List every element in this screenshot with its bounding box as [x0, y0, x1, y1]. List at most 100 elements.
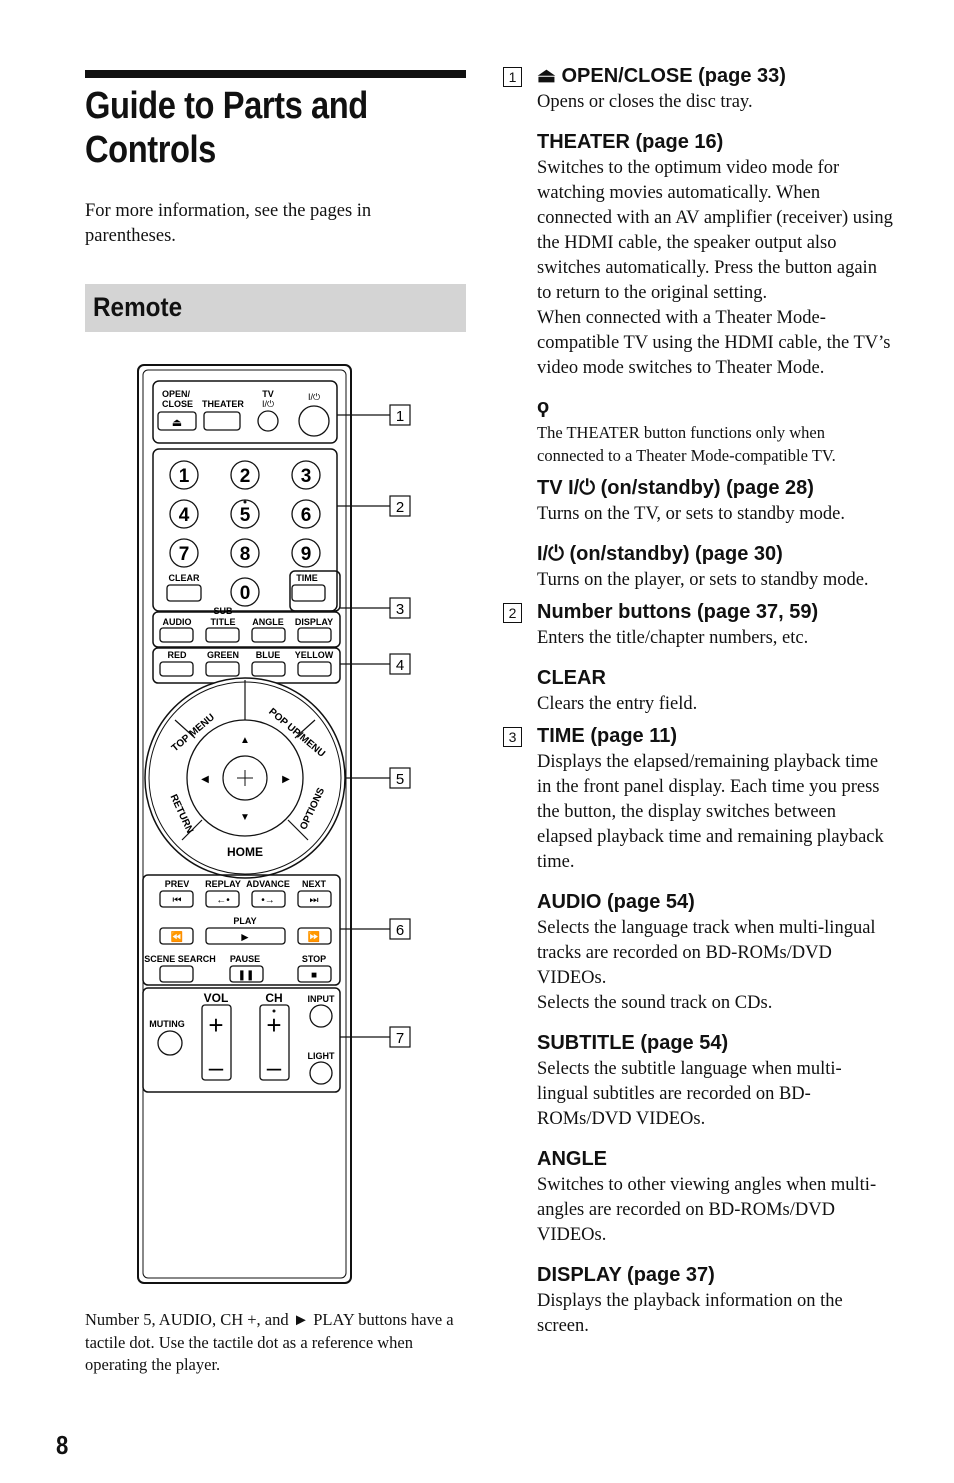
svg-text:PLAY: PLAY: [233, 916, 256, 926]
entry-audio: AUDIO (page 54) Selects the language tra…: [503, 889, 893, 1016]
svg-text:2: 2: [240, 466, 251, 487]
svg-text:GREEN: GREEN: [207, 650, 239, 660]
section-title: Remote: [93, 292, 183, 322]
remote-diagram: OPEN/ CLOSE ⏏ THEATER TV I/⏻ I/⏻ 1 2 3 4…: [85, 360, 425, 1290]
entry-heading: DISPLAY (page 37): [537, 1264, 715, 1286]
play-button: [205, 927, 286, 945]
svg-text:–: –: [267, 1052, 282, 1082]
svg-text:⏏: ⏏: [172, 417, 182, 429]
entry-body: Turns on the player, or sets to standby …: [537, 570, 869, 590]
input-button: [309, 1004, 333, 1028]
svg-text:▶: ▶: [282, 774, 290, 785]
entry-clear: CLEAR Clears the entry field.: [503, 665, 893, 717]
svg-text:–: –: [209, 1052, 224, 1082]
svg-text:PREV: PREV: [165, 879, 190, 889]
entry-body: Enters the title/chapter numbers, etc.: [537, 628, 809, 648]
svg-text:NEXT: NEXT: [302, 879, 327, 889]
svg-text:←•: ←•: [216, 895, 230, 906]
svg-text:PAUSE: PAUSE: [230, 954, 260, 964]
parts-list: 1 ⏏ OPEN/CLOSE (page 33) Opens or closes…: [503, 63, 893, 1345]
svg-text:STOP: STOP: [302, 954, 326, 964]
svg-text:8: 8: [240, 544, 251, 565]
svg-text:▼: ▼: [240, 812, 250, 823]
svg-text:TITLE: TITLE: [211, 617, 236, 627]
time-button: [291, 584, 326, 602]
entry-heading: I/⏻ (on/standby) (page 30): [537, 543, 783, 565]
input-label: INPUT: [308, 994, 336, 1004]
vol-rocker: [201, 1004, 232, 1081]
svg-text:4: 4: [179, 505, 190, 526]
entry-body: Clears the entry field.: [537, 694, 698, 714]
title-rule: [85, 70, 466, 78]
svg-text:6: 6: [396, 922, 404, 939]
svg-text:YELLOW: YELLOW: [295, 650, 334, 660]
entry-theater-note: ϙ The THEATER button functions only when…: [503, 395, 893, 467]
svg-text:+: +: [208, 1010, 223, 1040]
remote-caption: Number 5, AUDIO, CH +, and ► PLAY button…: [85, 1310, 454, 1374]
muting-label: MUTING: [149, 1019, 185, 1029]
svg-text:1: 1: [396, 408, 404, 425]
power-button: [298, 405, 330, 437]
entry-body: Selects the subtitle language when multi…: [537, 1059, 842, 1129]
entry-body: Switches to the optimum video mode for w…: [537, 158, 893, 378]
entry-body: Switches to other viewing angles when mu…: [537, 1175, 877, 1245]
ch-label: CH: [265, 991, 282, 1005]
clear-label: CLEAR: [169, 573, 200, 583]
light-label: LIGHT: [308, 1051, 335, 1061]
svg-text:3: 3: [301, 466, 312, 487]
entry-body: Selects the language track when multi-li…: [537, 918, 876, 1013]
svg-text:DISPLAY: DISPLAY: [295, 617, 333, 627]
svg-text:SCENE SEARCH: SCENE SEARCH: [144, 954, 216, 964]
entry-power: I/⏻ (on/standby) (page 30) Turns on the …: [503, 541, 893, 593]
intro-text: For more information, see the pages in p…: [85, 201, 372, 246]
svg-text:5: 5: [240, 505, 251, 526]
svg-text:❚❚: ❚❚: [238, 970, 255, 981]
entry-number: 1: [503, 67, 522, 87]
page-title: Guide to Parts and Controls: [85, 85, 368, 171]
svg-text:ADVANCE: ADVANCE: [246, 879, 290, 889]
svg-text:1: 1: [179, 466, 190, 487]
muting-button: [157, 1030, 183, 1056]
number-buttons: 1 2 3 4 5 6 7 8 9 0: [169, 460, 321, 607]
svg-text:⏭: ⏭: [310, 895, 319, 906]
svg-text:⏪: ⏪: [171, 930, 183, 943]
svg-text:ANGLE: ANGLE: [252, 617, 284, 627]
entry-display: DISPLAY (page 37) Displays the playback …: [503, 1262, 893, 1339]
open-close-label: OPEN/: [162, 389, 191, 399]
tv-power-button: [257, 410, 279, 432]
entry-body: Turns on the TV, or sets to standby mode…: [537, 504, 846, 524]
svg-text:0: 0: [240, 583, 251, 604]
entry-angle: ANGLE Switches to other viewing angles w…: [503, 1146, 893, 1248]
svg-text:⏩: ⏩: [308, 930, 320, 943]
svg-text:+: +: [266, 1010, 281, 1040]
time-label: TIME: [296, 573, 318, 583]
svg-text:■: ■: [311, 970, 317, 981]
svg-text:◀: ◀: [201, 774, 209, 785]
vol-label: VOL: [204, 991, 229, 1005]
svg-text:7: 7: [396, 1030, 404, 1047]
entry-body: Displays the playback information on the…: [537, 1291, 843, 1336]
entry-heading: ANGLE: [537, 1148, 607, 1170]
clear-button: [166, 584, 202, 602]
svg-text:5: 5: [396, 771, 404, 788]
entry-body: Displays the elapsed/remaining playback …: [537, 752, 884, 872]
section-header: Remote: [85, 284, 466, 332]
theater-label: THEATER: [202, 399, 244, 409]
svg-text:AUDIO: AUDIO: [163, 617, 192, 627]
home-label: HOME: [227, 845, 263, 859]
entry-tv-power: TV I/⏻ (on/standby) (page 28) Turns on t…: [503, 475, 893, 527]
entry-number: 3: [503, 727, 522, 747]
svg-text:9: 9: [301, 544, 312, 565]
page-number: 8: [56, 1430, 69, 1460]
entry-heading: THEATER (page 16): [537, 131, 724, 153]
svg-text:SUB: SUB: [213, 606, 233, 616]
entry-heading: SUBTITLE (page 54): [537, 1032, 729, 1054]
svg-text:BLUE: BLUE: [256, 650, 281, 660]
entry-heading: TV I/⏻ (on/standby) (page 28): [537, 477, 814, 499]
svg-text:•→: •→: [261, 895, 275, 906]
ch-rocker: [259, 1004, 290, 1081]
theater-button: [203, 411, 241, 431]
entry-number: 2: [503, 603, 522, 623]
svg-text:►: ►: [239, 930, 251, 944]
entry-heading: AUDIO (page 54): [537, 891, 695, 913]
